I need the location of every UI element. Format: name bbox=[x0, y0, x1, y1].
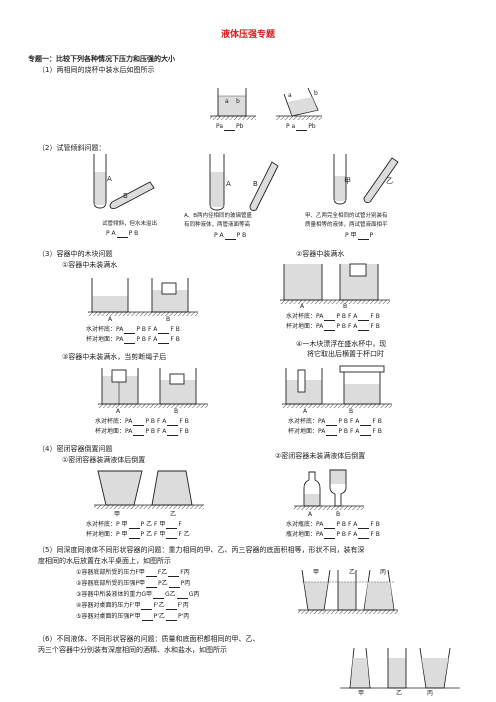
q4-fig1-label-yi: 乙 bbox=[170, 511, 177, 518]
q2-fig3-caption-1: 甲、乙两完全相同的试管分别装有 bbox=[305, 213, 388, 219]
q3-fig1-label-b: B bbox=[166, 316, 171, 323]
q1-label-a: a bbox=[225, 98, 229, 105]
q5-label-yi: 乙 bbox=[349, 569, 356, 576]
q5-label-bing: 丙 bbox=[380, 569, 387, 576]
q2-fig2-caption-2: 有同种液体，两管液面等高 bbox=[184, 222, 251, 228]
q2-fig1-label-a: A bbox=[107, 175, 112, 183]
q6-text-2: 丙三个容器中分别装有深度相同的酒精、水和盐水，如图所示 bbox=[38, 646, 227, 654]
q3-fig1-label-a: A bbox=[108, 316, 113, 323]
q2-figure-1 bbox=[93, 154, 155, 210]
q3-s3: ③容器中未装满水，当剪断绳子后 bbox=[62, 353, 167, 361]
q2-fig2-label-a: A bbox=[226, 180, 231, 188]
q6-figure bbox=[340, 647, 460, 689]
q2-fig3-label-jia: 甲 bbox=[344, 177, 351, 185]
page-title: 液体压强专题 bbox=[220, 30, 275, 40]
q4-text: （4）密闭容器倒置问题 bbox=[38, 445, 113, 453]
q2-fig1-caption: 试管倾斜，但水未溢出 bbox=[102, 221, 158, 227]
q3-text: （3）容器中的木块问题 bbox=[38, 250, 113, 258]
q5-text-2: 度相同的水后放置在水平桌面上，如图所示 bbox=[38, 557, 171, 565]
q3-fig2-label-a: A bbox=[300, 303, 305, 310]
q3-figure-3 bbox=[98, 368, 208, 408]
q1-figure bbox=[210, 87, 322, 120]
q3-s1: ①容器中未装满水 bbox=[62, 261, 118, 269]
q4-fig2-label-a: A bbox=[308, 511, 313, 518]
q6-text-1: （6）不同液体、不同形状容器的问题：质量和底面积都相同的甲、乙、 bbox=[38, 635, 260, 643]
q3-figure-2 bbox=[280, 263, 390, 304]
q1-label-b: b bbox=[236, 98, 240, 105]
q4-s1: ①密闭容器装满液体后倒置 bbox=[62, 456, 146, 464]
q4-fig2-label-b: B bbox=[336, 511, 341, 518]
q3-fig4-label-a: A bbox=[303, 408, 308, 415]
q2-fig3-label-yi: 乙 bbox=[386, 177, 393, 185]
q6-label-bing: 丙 bbox=[427, 690, 434, 697]
q4-s2: ②密闭容器未装满液体后倒置 bbox=[275, 452, 366, 460]
q3-s4: ④一木块漂浮在盛水杯中，现 bbox=[296, 340, 387, 348]
q3-s2: ②容器中装满水 bbox=[296, 250, 345, 258]
q2-figure-3 bbox=[333, 154, 399, 205]
q4-figure-1 bbox=[94, 470, 204, 509]
q3-fig2-label-b: B bbox=[343, 303, 348, 310]
q6-label-jia: 甲 bbox=[358, 690, 365, 697]
q3-figure-1 bbox=[88, 278, 198, 316]
q2-fig3-caption-2: 质量相等的液体，两试管液面相平 bbox=[305, 222, 388, 228]
q3-fig4-label-b: B bbox=[349, 408, 354, 415]
q3-s4b: 将它取出后横置于杯口时 bbox=[307, 350, 384, 358]
q5-text-1: （5）同深度同液体不同形状容器的问题：重力相同的甲、乙、丙三容器的底面积相等，形… bbox=[38, 546, 365, 554]
q2-text: （2）试管倾斜问题： bbox=[38, 144, 106, 152]
q5-label-jia: 甲 bbox=[313, 569, 320, 576]
q3-figure-4 bbox=[282, 365, 392, 408]
q4-figure-2 bbox=[294, 469, 364, 510]
q3-fig3-label-b: B bbox=[174, 408, 179, 415]
q5-figure bbox=[298, 569, 398, 614]
q1-label-b2: b bbox=[314, 90, 318, 97]
q2-figure-2 bbox=[209, 154, 279, 211]
q3-fig3-label-a: A bbox=[116, 408, 121, 415]
q2-fig1-label-b: B bbox=[123, 192, 128, 200]
topic-one-heading: 专题一：比较下列各种情况下压力和压强的大小 bbox=[28, 55, 175, 63]
q1-label-a2: a bbox=[288, 92, 292, 99]
q2-fig2-caption-1: A、B两内径相同的玻璃管盛 bbox=[184, 213, 253, 219]
q1-text: （1）两相同的烧杯中装水后如图所示 bbox=[38, 66, 155, 74]
q6-label-yi: 乙 bbox=[396, 690, 403, 697]
q2-fig2-label-b: B bbox=[253, 180, 258, 188]
q4-fig1-label-jia: 甲 bbox=[114, 511, 121, 518]
